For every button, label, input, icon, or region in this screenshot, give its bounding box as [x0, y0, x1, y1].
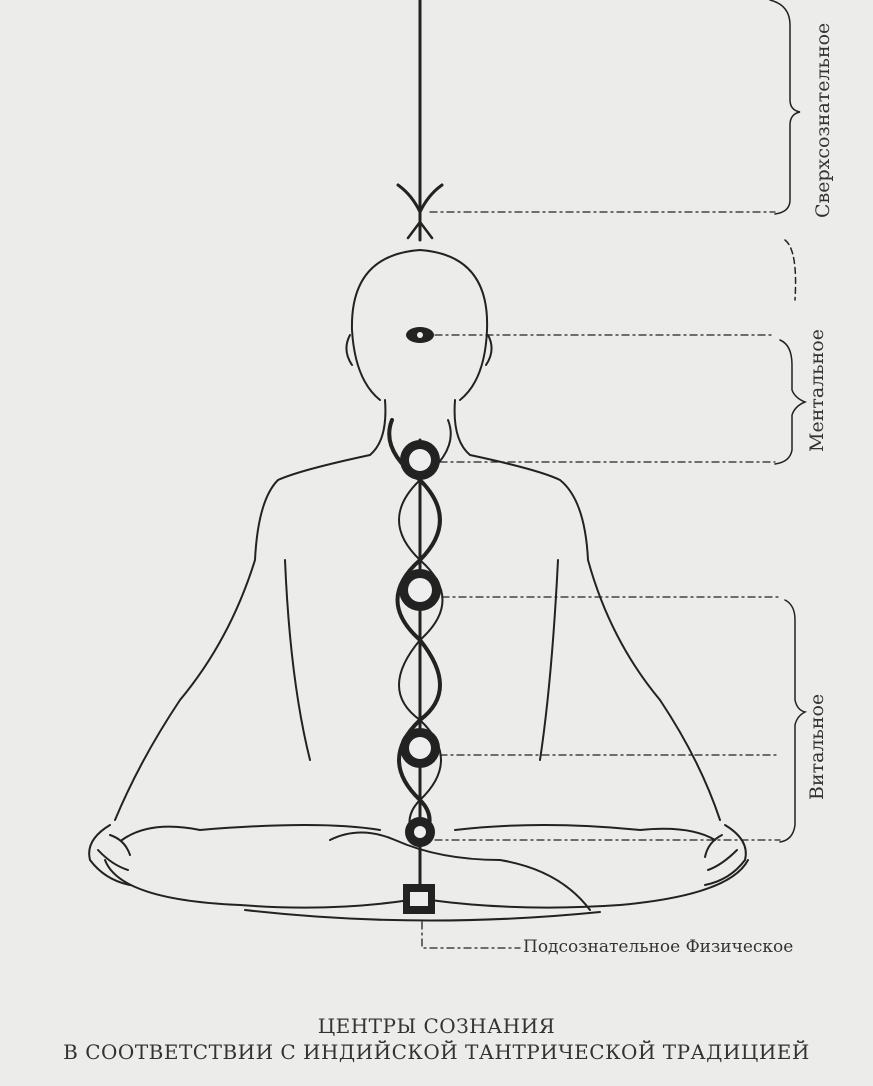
caption-title: ЦЕНТРЫ СОЗНАНИЯ [317, 1014, 556, 1038]
superconscious-bracket [769, 0, 801, 215]
vital-label: Витальное [806, 693, 828, 800]
mental-bracket [774, 339, 808, 465]
subconscious-physical-label: Подсознательное Физическое [523, 937, 794, 957]
mental-bracket [784, 239, 797, 301]
body-outline [114, 399, 721, 821]
vital-bracket [779, 599, 808, 843]
mental-label: Ментальное [806, 329, 828, 452]
ida-channel [387, 418, 442, 847]
left-hand [88, 824, 131, 886]
descending-arrow [396, 0, 444, 242]
superconscious-label: Сверхсознательное [812, 22, 834, 218]
caption-subtitle: В СООТВЕТСТВИИ С ИНДИЙСКОЙ ТАНТРИЧЕСКОЙ … [63, 1040, 810, 1064]
right-hand [704, 824, 747, 886]
head-outline [350, 248, 489, 401]
